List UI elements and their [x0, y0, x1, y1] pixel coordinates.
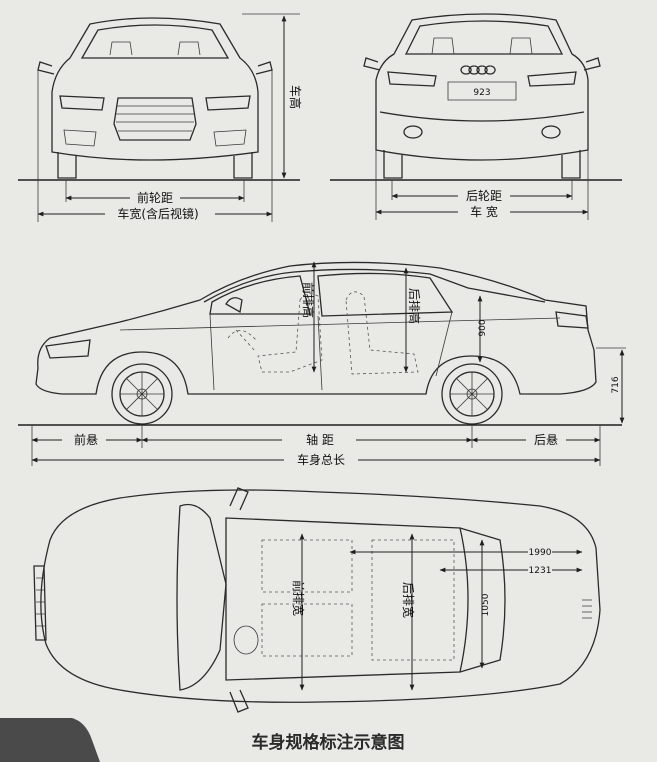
- side-door-lines: [209, 311, 453, 391]
- rear-right-mirror: [583, 57, 601, 71]
- top-rear-logo: [582, 599, 592, 619]
- length-label: 车身总长: [297, 452, 345, 467]
- front-fog-lights: [63, 129, 247, 147]
- side-window-line: [203, 268, 546, 303]
- rear-view: 923 后轮距 车 宽: [330, 13, 622, 220]
- front-grille-bars: [116, 105, 194, 132]
- front-row-height-label: 前排高: [301, 282, 316, 318]
- side-view: 前排高 后排高 900 716 前悬 轴 距 后悬 车身总长: [18, 261, 626, 467]
- side-mirror: [225, 297, 243, 314]
- rear-left-mirror: [363, 57, 381, 71]
- rear-window: [404, 20, 564, 55]
- rear-tires: [383, 150, 581, 179]
- front-left-mirror: [37, 61, 55, 75]
- rear-track-label: 后轮距: [466, 189, 502, 203]
- front-windshield: [80, 24, 230, 59]
- front-seats: [109, 41, 201, 56]
- front-view: 车高 前轮距 车宽(含后视镜): [18, 13, 303, 222]
- value-1050: 1050: [481, 593, 491, 616]
- corner-photo-fragment: [0, 718, 100, 762]
- rear-left-taillight: [387, 71, 437, 87]
- rear-exhaust-pipes: [403, 125, 561, 139]
- front-right-headlight: [205, 95, 251, 111]
- front-body-outline: [51, 17, 259, 161]
- wheelbase-label: 轴 距: [306, 432, 334, 447]
- value-716: 716: [611, 376, 621, 393]
- top-left-mirror: [229, 487, 249, 511]
- top-right-mirror: [229, 689, 249, 713]
- rear-logo-rings: [460, 65, 496, 75]
- rear-body-outline: [375, 13, 589, 161]
- side-steering-wheel: [227, 329, 257, 353]
- front-left-headlight: [59, 95, 105, 111]
- top-view: 前排宽 后排宽 1050 1990 1231: [33, 487, 601, 713]
- side-beltline: [119, 317, 561, 331]
- front-tires: [57, 152, 253, 179]
- diagram-title: 车身规格标注示意图: [252, 732, 405, 753]
- top-grille-bars: [36, 577, 45, 627]
- side-front-seat: [257, 293, 323, 373]
- side-headlight: [45, 339, 91, 359]
- side-rear-wheel: [441, 363, 503, 425]
- top-rear-window: [459, 527, 506, 673]
- height-label: 车高: [288, 85, 303, 109]
- rear-right-taillight: [527, 71, 577, 87]
- rear-plate: [447, 81, 517, 101]
- rear-row-width-label: 后排宽: [401, 582, 416, 618]
- front-right-mirror: [255, 61, 273, 75]
- side-rear-window: [317, 272, 454, 317]
- value-1990: 1990: [529, 548, 552, 558]
- side-body-outline: [35, 261, 597, 395]
- top-steering-wheel: [233, 625, 259, 655]
- width-label: 车 宽: [470, 204, 498, 219]
- front-grille: [113, 97, 197, 141]
- value-900: 900: [478, 319, 488, 336]
- top-hood-windshield: [176, 503, 227, 691]
- top-grille: [33, 565, 47, 641]
- front-overhang-label: 前悬: [74, 432, 98, 447]
- side-taillight: [555, 311, 589, 329]
- value-1231: 1231: [529, 566, 552, 576]
- rear-seats: [431, 37, 533, 55]
- front-row-width-label: 前排宽: [291, 580, 306, 616]
- front-track-label: 前轮距: [137, 190, 173, 205]
- rear-bumper: [379, 111, 585, 122]
- side-front-wheel: [111, 363, 173, 425]
- rear-plate-value: 923: [473, 88, 490, 98]
- rear-overhang-label: 后悬: [534, 433, 558, 447]
- top-body-outline: [40, 489, 601, 703]
- top-rear-seats: [371, 539, 455, 661]
- top-front-seats: [261, 539, 353, 657]
- rear-row-height-label: 后排高: [407, 288, 422, 324]
- width-mirror-label: 车宽(含后视镜): [117, 206, 198, 221]
- side-front-window: [209, 275, 311, 315]
